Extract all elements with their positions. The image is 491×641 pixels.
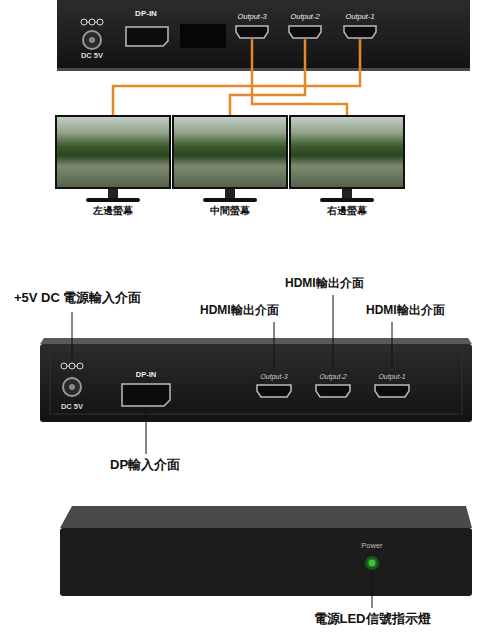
hdmi-socket-outline <box>236 26 268 38</box>
callout-label: HDMI輸出介面 <box>366 304 445 318</box>
monitor-screen <box>55 115 171 189</box>
monitor-screen <box>172 115 288 189</box>
led-glow <box>365 556 379 570</box>
monitor: 左邊螢幕 <box>55 115 171 217</box>
device-rear-panel <box>40 344 472 422</box>
leader-lines <box>72 295 392 454</box>
monitor-base <box>86 198 140 202</box>
device-top-face <box>60 506 472 528</box>
hdmi-socket-outline <box>289 26 321 38</box>
monitor: 中間螢幕 <box>172 115 288 217</box>
leader-line <box>146 407 147 454</box>
hdmi-port <box>375 385 409 397</box>
hdmi-output-port: Output-3 <box>235 13 269 39</box>
hdmi-cable <box>113 39 360 115</box>
panel-edge <box>57 68 470 71</box>
hdmi-socket <box>235 25 269 39</box>
monitor-base <box>320 198 374 202</box>
monitor-label: 中間螢幕 <box>172 205 288 217</box>
dc-jack <box>83 31 101 49</box>
leader-line <box>72 312 73 358</box>
dc-jack-pin <box>89 37 95 43</box>
monitor-base <box>203 198 257 202</box>
leader-line <box>274 322 275 368</box>
callout-label: HDMI輸出介面 <box>200 304 279 318</box>
polarity-circle <box>69 363 75 369</box>
blank-slot <box>180 24 226 48</box>
hdmi-output-port: Output-2 <box>288 13 322 39</box>
panel-marking: DP-IN <box>135 9 157 18</box>
hdmi-socket-outline <box>344 26 376 38</box>
polarity-symbol <box>81 19 103 25</box>
monitor-label: 左邊螢幕 <box>55 205 171 217</box>
dp-port <box>126 27 168 46</box>
panel-marking: Output-2 <box>319 373 346 381</box>
port-label: Output-3 <box>235 13 269 21</box>
panel-marking: DP-IN <box>136 371 156 380</box>
monitor-neck <box>225 189 235 198</box>
hdmi-port <box>257 385 291 397</box>
panel-marking: Output-1 <box>378 373 405 381</box>
power-led <box>368 559 376 567</box>
callout-label: DP輸入介面 <box>110 458 180 473</box>
hdmi-cable <box>252 39 347 115</box>
monitor-neck <box>108 189 118 198</box>
hdmi-socket <box>343 25 377 39</box>
dc-jack-pin <box>69 384 75 390</box>
monitor-label: 右邊螢幕 <box>289 205 405 217</box>
callout-label: HDMI輸出介面 <box>285 277 364 291</box>
leader-line <box>372 571 373 608</box>
monitor-screen <box>289 115 405 189</box>
leader-line <box>333 295 334 368</box>
polarity-circle <box>61 363 67 369</box>
polarity-circle <box>97 19 103 25</box>
callout-label: +5V DC 電源輸入介面 <box>14 291 142 306</box>
polarity-circle <box>89 19 95 25</box>
port-label: Output-2 <box>288 13 322 21</box>
device-front-panel <box>60 528 472 596</box>
panel-inset <box>50 350 462 414</box>
panel-marking: Output-3 <box>260 373 287 381</box>
leader-line <box>392 322 393 368</box>
dp-port <box>122 384 170 406</box>
device-rear-panel <box>57 0 470 70</box>
panel-marking: Power <box>361 542 382 551</box>
polarity-symbol <box>61 363 83 369</box>
hdmi-output-port: Output-1 <box>343 13 377 39</box>
device-top-bevel <box>40 338 472 344</box>
dc-jack <box>63 378 81 396</box>
panel-marking: DC 5V <box>61 403 83 412</box>
polarity-circle <box>81 19 87 25</box>
hdmi-port <box>316 385 350 397</box>
monitor-neck <box>342 189 352 198</box>
monitor: 右邊螢幕 <box>289 115 405 217</box>
polarity-circle <box>77 363 83 369</box>
hdmi-socket <box>288 25 322 39</box>
panel-marking: DC 5V <box>81 52 103 61</box>
callout-label: 電源LED信號指示燈 <box>314 612 431 627</box>
port-label: Output-1 <box>343 13 377 21</box>
